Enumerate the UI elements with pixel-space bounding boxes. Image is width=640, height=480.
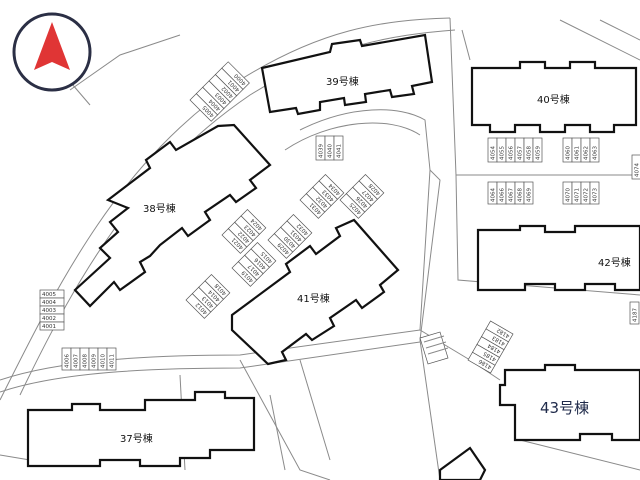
building-corner-south[interactable] [438,446,487,480]
parking-slot-number: 4068 [518,188,524,202]
parking-slot-number: 4040 [328,144,334,158]
building-43[interactable] [498,363,640,442]
label-building-39: 39号棟 [326,75,359,88]
parking-slot-number: 4067 [509,188,515,202]
parking-slot[interactable] [286,214,313,240]
parking-slot-number: 4058 [527,146,533,160]
parking-slot[interactable] [250,242,277,268]
label-building-38: 38号棟 [143,202,176,215]
parking-slot[interactable] [631,154,640,180]
parking-group-east-edge2: 4187 [629,301,640,325]
parking-slot-number: 4074 [635,163,640,177]
building-40[interactable] [470,60,638,134]
parking-slot-number: 4064 [491,188,497,202]
building-37[interactable] [26,390,256,468]
parking-slot-number: 4007 [74,354,80,368]
parking-slot-number: 4011 [110,354,116,368]
parking-slot-number: 4009 [92,354,98,368]
label-building-42: 42号棟 [598,256,631,269]
parking-slot-number: 4001 [42,324,56,330]
parking-group-west-stack: 4005 4004 4003 4002 4001 [39,289,65,331]
parking-slot-number: 4054 [491,146,497,160]
label-building-43: 43号棟 [540,399,589,417]
building-41[interactable] [230,218,400,366]
parking-slot[interactable] [589,181,600,205]
parking-slot-number: 4060 [566,146,572,160]
parking-slot-number: 4057 [518,146,524,160]
parking-slot[interactable] [221,61,250,90]
parking-slot-number: 4187 [633,308,639,322]
parking-slot[interactable] [532,137,543,163]
label-building-37: 37号棟 [120,432,153,445]
parking-slot-number: 4066 [500,188,506,202]
crosswalk [419,331,449,365]
building-38[interactable] [73,123,272,308]
parking-slot-number: 4061 [575,146,581,160]
label-building-40: 40号棟 [537,93,570,106]
north-arrow-icon [34,22,70,70]
parking-slot[interactable] [629,301,640,325]
parking-slot-number: 4062 [584,146,590,160]
parking-slot[interactable] [589,137,600,163]
parking-slot-number: 4006 [65,354,71,368]
compass [12,12,92,92]
parking-slot-number: 4039 [319,144,325,158]
building-39[interactable] [260,33,434,116]
parking-slot-number: 4056 [509,146,515,160]
parking-slot-number: 4041 [337,144,343,158]
parking-slot[interactable] [318,174,345,200]
parking-slot-number: 4005 [42,292,56,298]
parking-slot[interactable] [523,181,534,205]
parking-slot[interactable] [333,135,344,161]
parking-slot-number: 4072 [584,188,590,202]
parking-slot-number: 4008 [83,354,89,368]
parking-slot[interactable] [240,209,267,235]
parking-slot[interactable] [39,321,65,331]
parking-slot-number: 4059 [536,146,542,160]
parking-slot-number: 4055 [500,146,506,160]
parking-group-east-edge: 4074 [631,154,640,180]
building-42[interactable] [476,224,640,292]
parking-slot[interactable] [106,347,117,371]
parking-slot-number: 4073 [593,188,599,202]
parking-slot-number: 4071 [575,188,581,202]
parking-slot-number: 4069 [527,188,533,202]
parking-slot[interactable] [204,274,231,300]
parking-slot-number: 4003 [42,308,56,314]
parking-slot-number: 4063 [593,146,599,160]
parking-slot-number: 4004 [42,300,56,306]
label-building-41: 41号棟 [297,292,330,305]
parking-slot-number: 4002 [42,316,56,322]
parking-slot[interactable] [358,174,385,200]
parking-slot[interactable] [485,320,514,343]
parking-slot-number: 4070 [566,188,572,202]
parking-slot-number: 4010 [101,354,107,368]
